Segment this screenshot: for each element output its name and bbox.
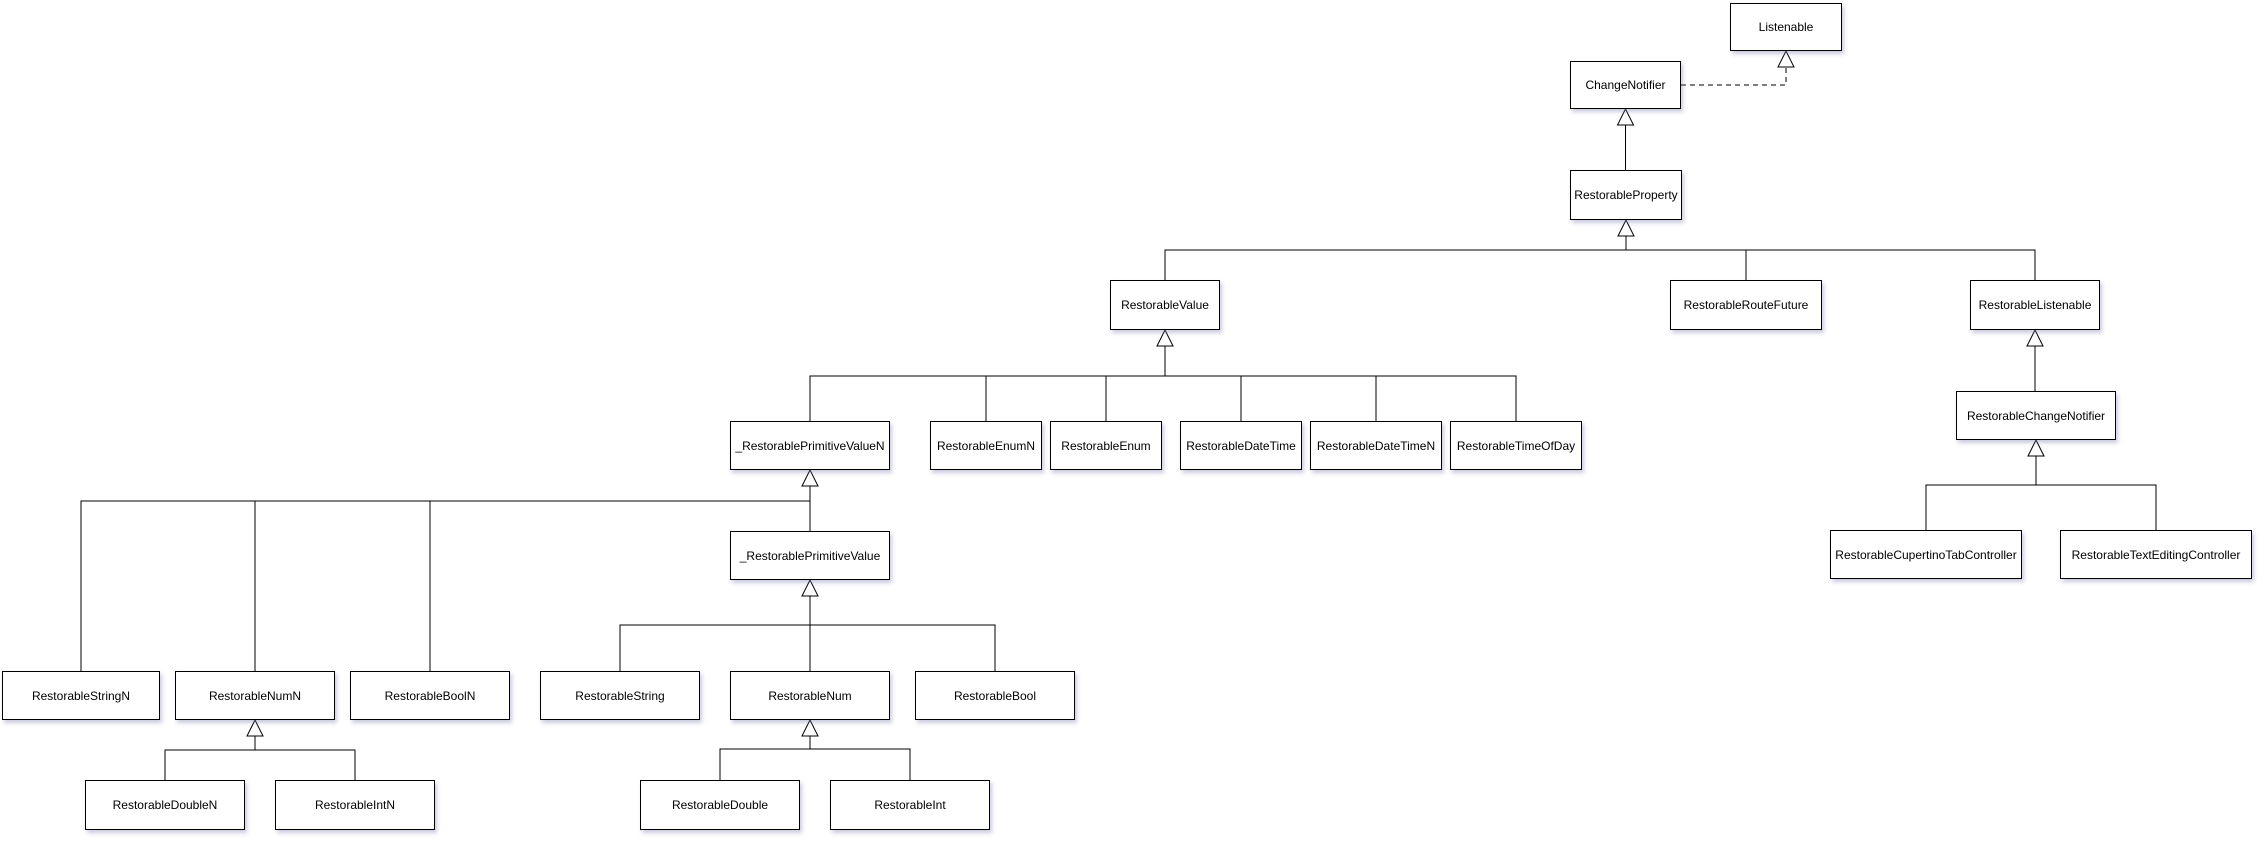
class-label-RestorableRouteFuture: RestorableRouteFuture [1683,298,1809,312]
class-label-RestorableDateTimeN: RestorableDateTimeN [1316,438,1436,453]
class-box-RestorableInt[interactable]: RestorableInt [830,780,990,830]
hollow-triangle-arrowhead-icon-RestorableProperty [1617,218,1635,237]
class-box-RestorableRouteFuture[interactable]: RestorableRouteFuture [1670,280,1822,330]
class-box-RestorableEnum[interactable]: RestorableEnum [1050,421,1162,470]
class-label-RestorableString: RestorableString [575,688,665,703]
hollow-triangle-arrowhead-icon-RestorableListenable [2026,328,2044,347]
extends-edge-RestorableProperty-RestorableValue [1164,236,1627,280]
class-box-RestorableStringN[interactable]: RestorableStringN [2,671,160,720]
class-label-RestorableDateTime: RestorableDateTime [1186,438,1296,453]
class-label-RestorableIntN: RestorableIntN [314,798,396,812]
extends-edge-_RestorablePrimitiveValue-RestorableString [619,596,811,671]
class-label-RestorableEnum: RestorableEnum [1061,438,1151,453]
class-label-RestorableTimeOfDay: RestorableTimeOfDay [1456,438,1576,453]
class-label-RestorableDouble: RestorableDouble [671,798,769,812]
class-label-_RestorablePrimitiveValueN: _RestorablePrimitiveValueN [735,438,885,453]
hollow-triangle-arrowhead-icon-_RestorablePrimitiveValueN [801,468,819,487]
class-label-RestorableBoolN: RestorableBoolN [384,688,476,703]
class-box-RestorableCupertinoTabController[interactable]: RestorableCupertinoTabController [1830,530,2022,579]
class-label-RestorableCupertinoTabController: RestorableCupertinoTabController [1835,547,2017,562]
extends-edge-RestorableNum-RestorableDouble [719,736,811,780]
class-label-_RestorablePrimitiveValue: _RestorablePrimitiveValue [739,548,881,563]
class-box-RestorableNumN[interactable]: RestorableNumN [175,671,335,720]
class-box-RestorableDoubleN[interactable]: RestorableDoubleN [85,780,245,830]
class-box-RestorableValue[interactable]: RestorableValue [1110,280,1220,330]
extends-edge-RestorableNum-RestorableInt [809,736,911,780]
class-box-RestorableNum[interactable]: RestorableNum [730,671,890,720]
hollow-triangle-arrowhead-icon-RestorableValue [1156,328,1174,347]
class-label-RestorableBool: RestorableBool [953,688,1037,703]
extends-edge-RestorableChangeNotifier-RestorableCupertinoTabController [1925,456,2037,530]
hollow-triangle-arrowhead-icon-Listenable [1777,49,1795,68]
class-box-RestorableEnumN[interactable]: RestorableEnumN [930,421,1042,470]
hollow-triangle-arrowhead-icon-ChangeNotifier [1616,107,1635,126]
extends-edge-_RestorablePrimitiveValueN-RestorableNumN [254,486,811,671]
extends-edge-RestorableProperty-RestorableListenable [1625,236,2036,280]
class-box-RestorableIntN[interactable]: RestorableIntN [275,780,435,830]
class-box-RestorableDateTimeN[interactable]: RestorableDateTimeN [1310,421,1442,470]
class-box-RestorableTimeOfDay[interactable]: RestorableTimeOfDay [1450,421,1582,470]
class-box-_RestorablePrimitiveValue[interactable]: _RestorablePrimitiveValue [730,531,890,580]
class-label-RestorableNum: RestorableNum [768,688,852,703]
class-label-ChangeNotifier: ChangeNotifier [1585,78,1666,92]
extends-edge-_RestorablePrimitiveValue-RestorableBool [809,596,996,671]
class-label-RestorableProperty: RestorableProperty [1574,188,1678,202]
extends-edge-RestorableValue-RestorableDateTimeN [1164,346,1377,421]
hollow-triangle-arrowhead-icon-RestorableNumN [246,718,264,737]
class-label-RestorableEnumN: RestorableEnumN [936,438,1036,453]
extends-edge-_RestorablePrimitiveValueN-RestorableStringN [80,486,811,671]
extends-edge-RestorableValue-_RestorablePrimitiveValueN [809,346,1166,421]
class-label-RestorableStringN: RestorableStringN [31,688,131,703]
extends-edge-RestorableProperty-RestorableRouteFuture [1625,236,1747,280]
extends-edge-RestorableValue-RestorableTimeOfDay [1164,346,1517,421]
extends-edge-RestorableValue-RestorableEnumN [985,346,1166,421]
extends-edge-RestorableValue-RestorableDateTime [1164,346,1242,421]
class-label-Listenable: Listenable [1758,20,1814,34]
class-box-RestorableString[interactable]: RestorableString [540,671,700,720]
class-box-Listenable[interactable]: Listenable [1730,3,1842,51]
class-label-RestorableTextEditingController: RestorableTextEditingController [2071,547,2241,562]
class-label-RestorableListenable: RestorableListenable [1978,298,2092,312]
class-box-ChangeNotifier[interactable]: ChangeNotifier [1570,61,1681,109]
class-label-RestorableChangeNotifier: RestorableChangeNotifier [1966,408,2106,423]
implements-edge-Listenable-ChangeNotifier [1681,67,1787,86]
class-box-RestorableDateTime[interactable]: RestorableDateTime [1180,421,1302,470]
class-box-RestorableListenable[interactable]: RestorableListenable [1970,280,2100,330]
class-label-RestorableValue: RestorableValue [1121,298,1209,312]
hollow-triangle-arrowhead-icon-RestorableNum [801,718,819,737]
class-box-RestorableBool[interactable]: RestorableBool [915,671,1075,720]
class-label-RestorableDoubleN: RestorableDoubleN [112,798,218,812]
class-box-RestorableDouble[interactable]: RestorableDouble [640,780,800,830]
class-label-RestorableNumN: RestorableNumN [208,688,302,703]
class-label-RestorableInt: RestorableInt [874,798,946,812]
class-box-RestorableChangeNotifier[interactable]: RestorableChangeNotifier [1956,391,2116,440]
hollow-triangle-arrowhead-icon-RestorableChangeNotifier [2027,438,2045,457]
extends-edge-RestorableChangeNotifier-RestorableTextEditingController [2035,456,2157,530]
class-box-_RestorablePrimitiveValueN[interactable]: _RestorablePrimitiveValueN [730,421,890,470]
extends-edge-RestorableNumN-RestorableIntN [254,736,356,780]
class-box-RestorableTextEditingController[interactable]: RestorableTextEditingController [2060,530,2252,579]
extends-edge-RestorableNumN-RestorableDoubleN [164,736,256,780]
extends-edge-RestorableValue-RestorableEnum [1105,346,1166,421]
class-box-RestorableBoolN[interactable]: RestorableBoolN [350,671,510,720]
hollow-triangle-arrowhead-icon-_RestorablePrimitiveValue [801,578,819,597]
class-box-RestorableProperty[interactable]: RestorableProperty [1570,170,1682,220]
